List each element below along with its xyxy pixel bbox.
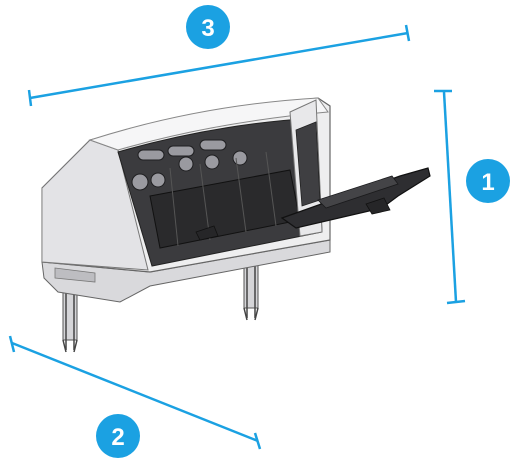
svg-text:1: 1 — [481, 169, 494, 196]
svg-text:3: 3 — [201, 15, 214, 42]
dimension-line-depth — [8, 335, 262, 450]
dimension-line-width — [27, 24, 411, 107]
support-leg-front — [62, 281, 78, 353]
dimension-line-height — [434, 89, 466, 305]
svg-text:2: 2 — [111, 424, 124, 451]
callout-badge-1: 1 — [466, 159, 510, 203]
callout-badge-3: 3 — [186, 5, 230, 49]
finisher-device-illustration — [41, 97, 431, 353]
callout-badge-2: 2 — [96, 414, 140, 458]
